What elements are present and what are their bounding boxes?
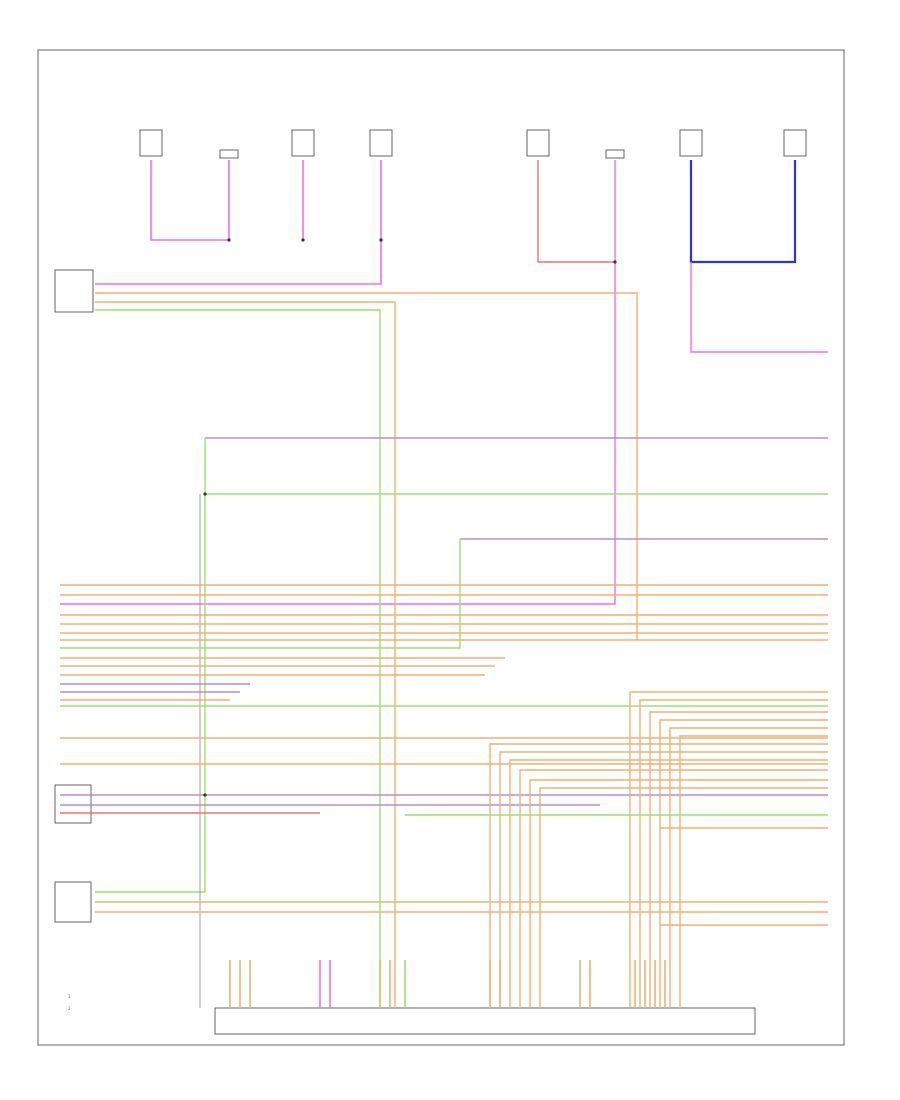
left-module-3	[54, 881, 92, 923]
wire-46	[539, 787, 828, 1008]
wire-16	[60, 539, 461, 649]
wire-10	[95, 309, 381, 1008]
wire-4	[537, 160, 615, 263]
sensor-7-body	[679, 129, 703, 157]
splice-dot	[203, 492, 207, 496]
splice-dot	[203, 793, 207, 797]
sensor-4-body	[369, 129, 393, 157]
splice-dot	[227, 238, 231, 242]
wire-44	[519, 769, 828, 1008]
wire-45	[529, 779, 828, 1008]
diagram-frame	[37, 49, 845, 1046]
legend: 1 2	[68, 994, 71, 1011]
wire-40	[679, 735, 828, 1008]
wire-39	[669, 727, 828, 1008]
sensor-3-body	[291, 129, 315, 157]
wire-38	[659, 719, 828, 1008]
bottom-connector-body	[214, 1007, 756, 1035]
sensor-6-body	[605, 149, 625, 159]
left-modules	[54, 269, 94, 923]
wire-37	[649, 711, 828, 1008]
sensor-8-body	[783, 129, 807, 157]
wire-41	[489, 743, 828, 1008]
bottom-connector	[214, 1007, 756, 1035]
wire-3	[95, 160, 382, 285]
wire-1	[150, 160, 230, 241]
sensor-2-body	[219, 149, 239, 159]
splice-dot	[613, 260, 617, 264]
legend-symbol-2: 2	[68, 1006, 71, 1011]
wire-9	[95, 301, 396, 1008]
wire-7	[690, 262, 828, 353]
splice-dot	[301, 238, 305, 242]
wire-43	[509, 759, 828, 1008]
left-module-2	[54, 784, 92, 824]
splice-dot	[379, 238, 383, 242]
wire-12	[95, 438, 206, 893]
top-sensors	[139, 129, 807, 159]
legend-symbol-1: 1	[68, 994, 71, 999]
sensor-1-body	[139, 129, 163, 157]
wire-5	[60, 160, 616, 605]
wire-6	[689, 160, 797, 264]
left-module-1	[54, 269, 94, 313]
wires	[60, 160, 828, 1008]
sensor-5-body	[526, 129, 550, 157]
wire-8	[95, 292, 638, 640]
wire-36	[639, 699, 828, 1008]
wire-42	[499, 751, 828, 1008]
